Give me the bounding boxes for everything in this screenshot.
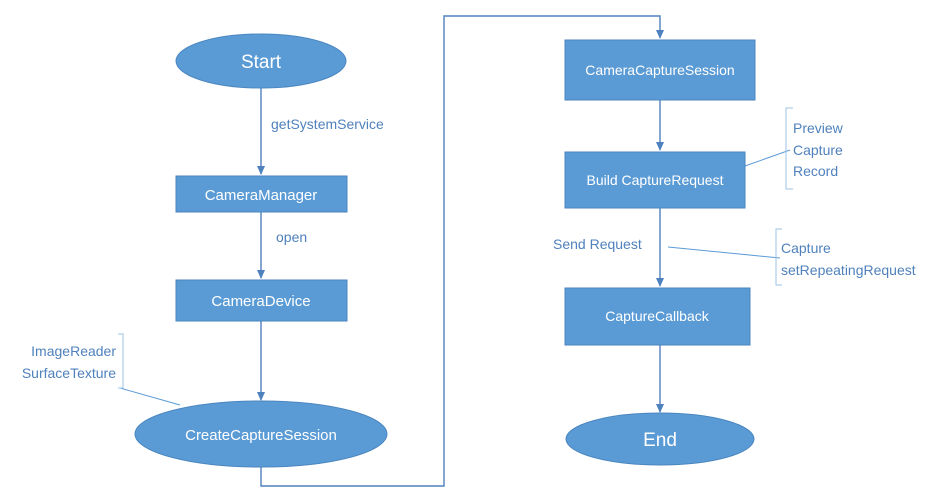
edge-label-send-request: Send Request [553,236,642,252]
annotation-image-reader: ImageReader [31,343,116,359]
edge-create-session-to-camera-capture-session [260,15,664,487]
annotation-capture-type: Capture [793,142,843,158]
build-capture-request-node-label: Build CaptureRequest [587,172,724,188]
annotation-capture-method: Capture [781,240,831,256]
end-node-label: End [643,430,677,451]
annotation-preview: Preview [793,120,844,136]
capture-callback-node-label: CaptureCallback [605,308,709,324]
edge-label-get-system-service: getSystemService [271,116,384,132]
annotation-line-request-methods [667,246,781,259]
annotation-line-request-types [744,149,791,167]
create-capture-session-node-label: CreateCaptureSession [185,427,337,444]
annotation-set-repeating-request: setRepeatingRequest [781,262,916,278]
edge-label-open: open [276,229,307,245]
build-capture-request-node[interactable] [564,151,746,209]
camera-device-node-label: CameraDevice [211,293,310,310]
create-capture-session-node[interactable] [134,400,388,468]
annotation-record: Record [793,163,838,179]
annotation-surface-texture: SurfaceTexture [22,365,116,381]
end-node[interactable] [565,412,755,466]
start-node[interactable] [175,33,347,89]
camera-manager-node[interactable] [175,175,348,213]
camera-capture-session-node[interactable] [564,39,756,101]
annotation-line-session-targets [119,387,181,406]
camera-device-node[interactable] [175,279,348,322]
bracket-request-methods [775,228,782,286]
bracket-request-types [785,107,793,190]
camera-manager-node-label: CameraManager [205,187,318,204]
start-node-label: Start [241,52,282,73]
capture-callback-node[interactable] [564,287,751,346]
bracket-session-targets [118,333,124,389]
camera-capture-session-node-label: CameraCaptureSession [585,62,734,78]
